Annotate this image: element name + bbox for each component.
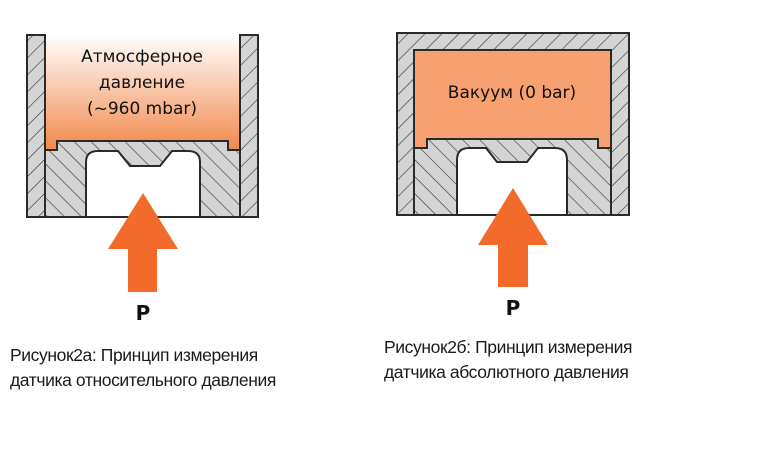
caption-b: Рисунок2б: Принцип измерения датчика абс… <box>384 335 633 385</box>
atmosphere-label-line-2: давление <box>99 73 185 93</box>
caption-a-line-2: датчика относительного давления <box>10 370 276 390</box>
pressure-arrow-icon <box>478 188 548 287</box>
pressure-symbol-a: P <box>136 301 151 325</box>
pressure-arrow-icon <box>108 193 178 292</box>
right-wall <box>239 34 259 218</box>
atmosphere-label-line-1: Атмосферное <box>81 47 203 67</box>
atmosphere-label-line-3: (~960 mbar) <box>87 99 197 119</box>
relative-sensor-figure: Атмосферное давление (~960 mbar) P <box>26 34 259 325</box>
atmosphere-region <box>45 35 240 151</box>
sensor-cavity <box>85 150 201 218</box>
caption-b-line-2: датчика абсолютного давления <box>384 362 629 382</box>
caption-a: Рисунок2а: Принцип измерения датчика отн… <box>10 343 276 393</box>
sensor-cavity <box>456 147 568 216</box>
vacuum-region <box>413 49 612 151</box>
absolute-sensor-figure: Вакуум (0 bar) P <box>396 32 630 320</box>
vacuum-label: Вакуум (0 bar) <box>448 83 576 103</box>
caption-a-line-1: Рисунок2а: Принцип измерения <box>10 345 258 365</box>
left-wall <box>26 34 46 218</box>
caption-b-line-1: Рисунок2б: Принцип измерения <box>384 337 633 357</box>
pressure-symbol-b: P <box>506 296 521 320</box>
